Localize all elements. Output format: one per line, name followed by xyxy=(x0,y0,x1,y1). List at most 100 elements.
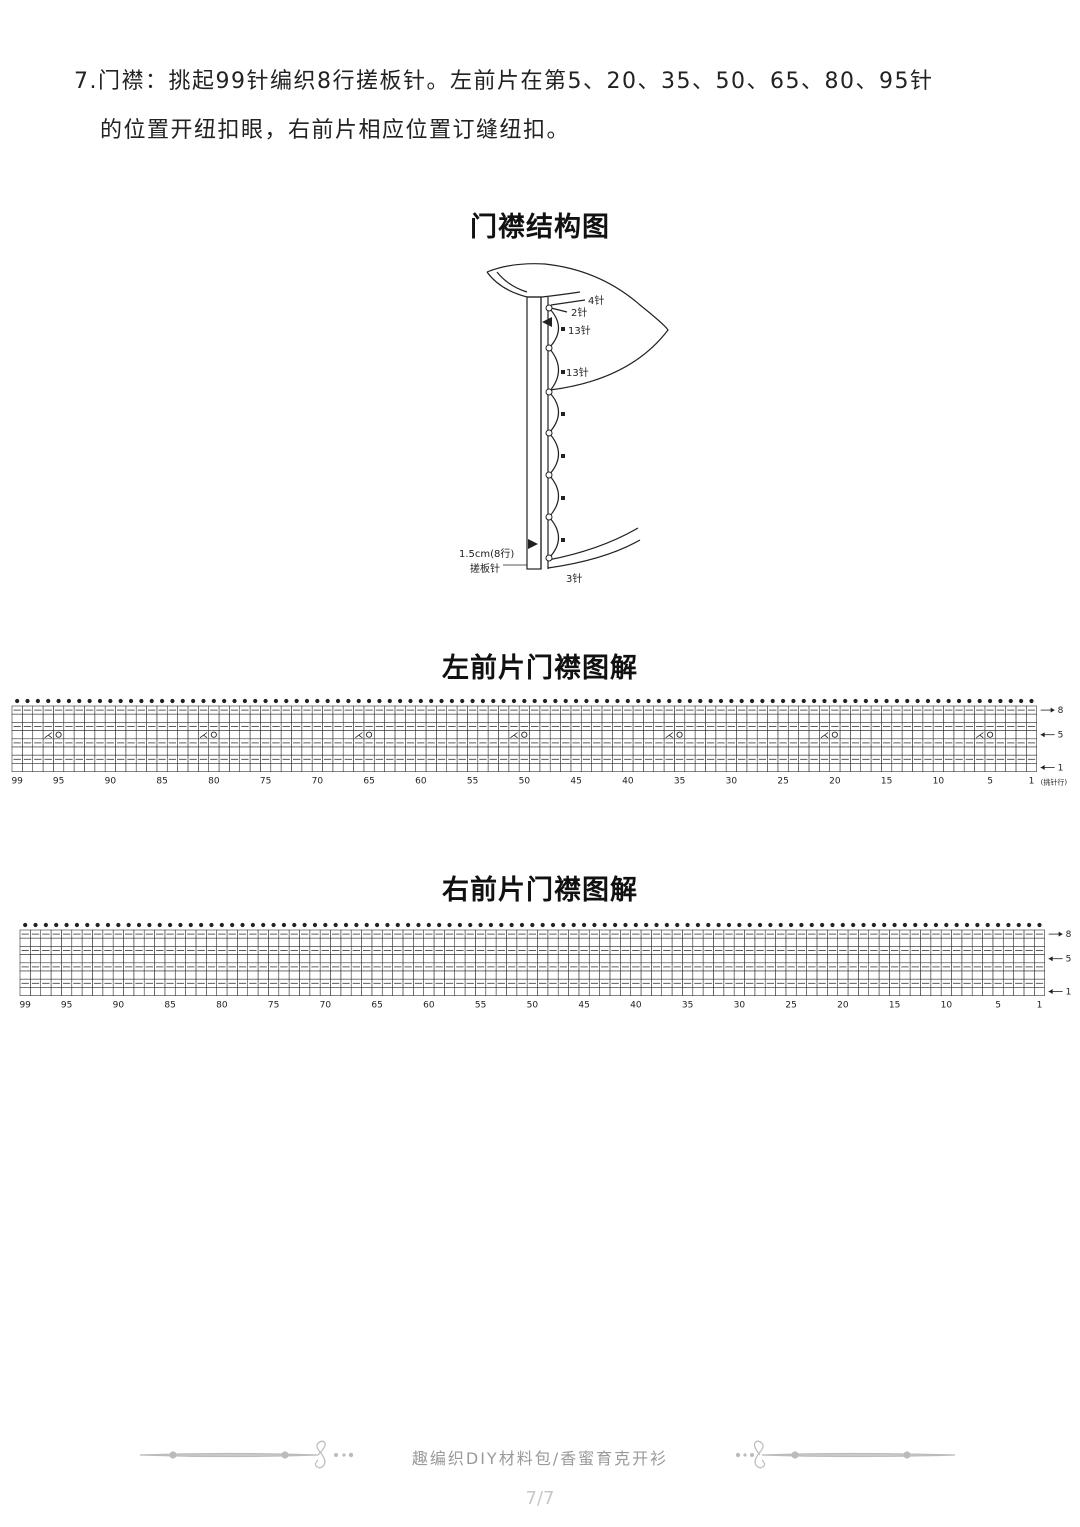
chart-cell xyxy=(526,970,538,980)
chart-cell xyxy=(526,937,538,947)
chart-cell xyxy=(146,713,158,723)
stitch-number-label: 35 xyxy=(674,777,685,787)
chart-cell xyxy=(475,954,487,964)
chart-cell xyxy=(508,746,520,756)
chart-cell xyxy=(412,954,424,964)
chart-cell xyxy=(381,987,393,996)
chart-cell xyxy=(185,970,197,980)
chart-cell xyxy=(725,730,737,740)
chart-cell xyxy=(319,954,331,964)
chart-cell xyxy=(444,937,456,947)
chart-cell xyxy=(622,730,634,740)
chart-cell xyxy=(899,937,911,947)
chart-cell xyxy=(353,746,365,756)
chart-cell xyxy=(961,970,973,980)
chart-cell xyxy=(775,954,787,964)
chart-cell xyxy=(920,937,932,947)
chart-cell xyxy=(591,746,603,756)
chart-cell xyxy=(643,746,654,756)
chart-cell xyxy=(1034,987,1045,996)
chart-cell xyxy=(487,730,499,740)
chart-cell xyxy=(61,987,73,996)
chart-cell xyxy=(278,987,290,996)
chart-cell xyxy=(640,954,652,964)
chart-cell xyxy=(71,987,83,996)
purl-dot xyxy=(211,698,216,704)
chart-cell xyxy=(332,713,344,723)
chart-cell xyxy=(870,713,882,723)
purl-dot xyxy=(581,922,587,928)
chart-cell xyxy=(547,970,559,980)
chart-cell xyxy=(146,730,158,740)
chart-cell xyxy=(94,730,106,740)
purl-dot xyxy=(426,922,431,928)
k2tog-symbol: ⋌ xyxy=(44,731,53,741)
chart-cell xyxy=(860,730,872,740)
chart-cell xyxy=(166,713,178,723)
stitch-number-label: 15 xyxy=(889,1001,900,1011)
chart-cell xyxy=(826,987,838,996)
chart-cell xyxy=(249,746,261,756)
chart-cell xyxy=(425,763,437,772)
chart-cell xyxy=(102,970,114,980)
chart-cell xyxy=(133,987,145,996)
chart-cell xyxy=(115,746,127,756)
chart-cell xyxy=(280,730,292,740)
chart-cell xyxy=(961,954,973,964)
purl-dot xyxy=(757,922,763,928)
purl-dot xyxy=(149,698,154,704)
chart-cell xyxy=(746,730,758,740)
purl-dot xyxy=(977,698,982,704)
chart-cell xyxy=(330,970,342,980)
stitch-number-label: 50 xyxy=(527,1001,539,1011)
chart-cell xyxy=(42,763,54,772)
purl-dot xyxy=(832,698,837,704)
chart-cell xyxy=(982,937,994,947)
chart-cell xyxy=(547,937,559,947)
chart-cell xyxy=(878,954,890,964)
chart-cell xyxy=(777,746,789,756)
chart-cell xyxy=(806,987,818,996)
chart-cell xyxy=(280,746,292,756)
chart-cell xyxy=(123,987,135,996)
chart-cell xyxy=(702,954,714,964)
chart-cell xyxy=(829,713,841,723)
purl-dot xyxy=(1019,698,1024,704)
purl-dot xyxy=(23,922,28,928)
stitch-number-label: 65 xyxy=(371,1001,382,1011)
chart-cell xyxy=(404,730,416,740)
chart-cell xyxy=(932,763,944,772)
stitch-number-label: 70 xyxy=(312,777,324,787)
chart-cell xyxy=(433,987,445,996)
chart-cell xyxy=(599,954,611,964)
chart-cell xyxy=(611,730,623,740)
chart-cell xyxy=(402,987,414,996)
purl-dot xyxy=(126,922,131,928)
chart-cell xyxy=(226,937,238,947)
chart-cell xyxy=(1005,746,1017,756)
chart-cell xyxy=(537,987,549,996)
chart-cell xyxy=(891,730,903,740)
chart-cell xyxy=(456,713,468,723)
chart-cell xyxy=(81,937,93,947)
chart-cell xyxy=(81,987,93,996)
purl-dot xyxy=(675,922,680,928)
chart-cell xyxy=(218,746,230,756)
chart-cell xyxy=(187,713,199,723)
purl-dot xyxy=(511,698,517,704)
chart-cell xyxy=(467,730,479,740)
chart-cell xyxy=(653,730,665,740)
stitch-number-label: 99 xyxy=(11,777,23,787)
chart-cell xyxy=(32,746,44,756)
purl-dot xyxy=(892,922,897,928)
chart-cell xyxy=(653,763,665,772)
chart-cell xyxy=(363,713,375,723)
purl-dot xyxy=(261,922,266,928)
purl-dot xyxy=(788,922,794,928)
chart-cell xyxy=(216,970,228,980)
chart-cell xyxy=(115,763,127,772)
chart-cell xyxy=(187,730,199,740)
chart-cell xyxy=(870,763,882,772)
chart-cell xyxy=(53,763,65,772)
chart-cell xyxy=(599,987,611,996)
